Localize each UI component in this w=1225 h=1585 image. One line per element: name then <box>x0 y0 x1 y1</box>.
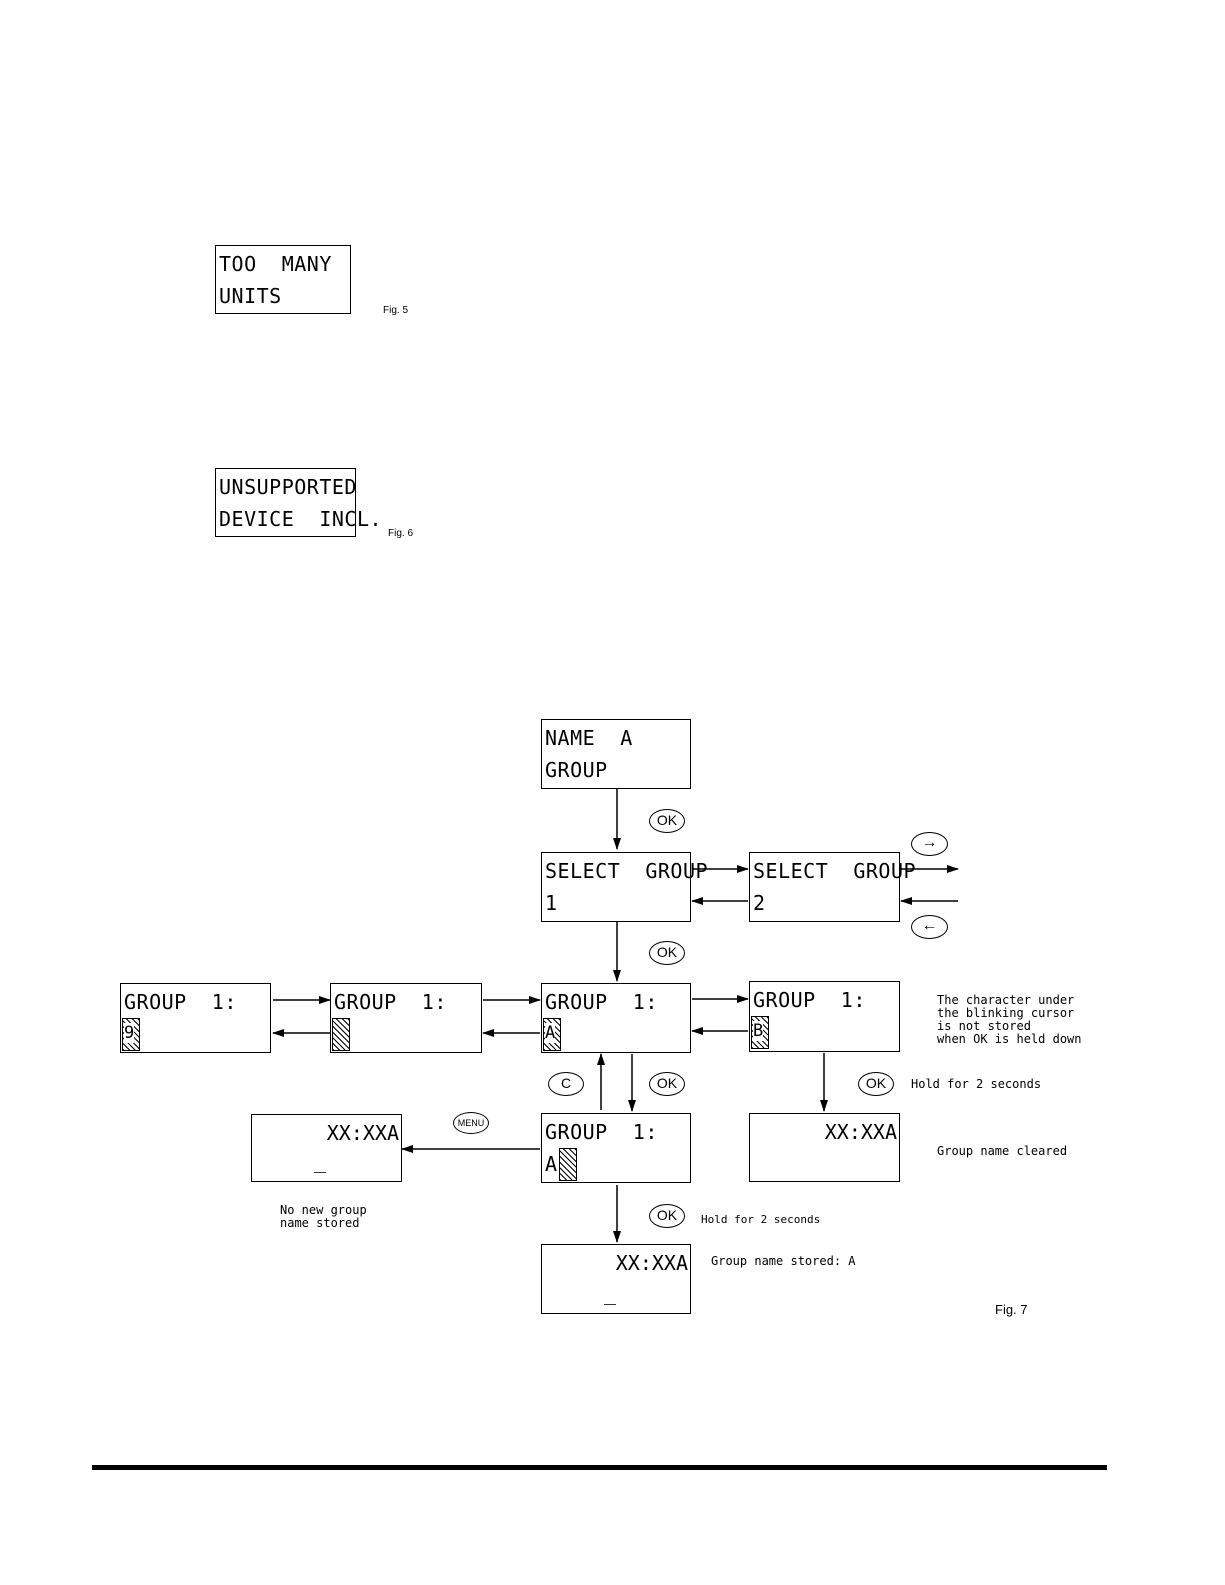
lcd-line-1: NAME A <box>545 726 633 750</box>
blinking-cursor: B <box>751 1016 769 1049</box>
lcd-line-2: GROUP <box>545 758 608 782</box>
bottom-rule <box>92 1465 1107 1470</box>
right-arrow-button: → <box>911 832 948 856</box>
lcd-underscore: _ <box>604 1281 617 1305</box>
lcd-time: XX:XXA <box>326 1121 399 1145</box>
lcd-time-group-cleared: XX:XXA <box>749 1113 900 1182</box>
lcd-line-2: DEVICE INCL. <box>219 507 383 531</box>
note-no-new-group: No new group name stored <box>280 1203 367 1230</box>
lcd-line-2: 2 <box>753 891 766 915</box>
lcd-unsupported-device: UNSUPPORTED DEVICE INCL. <box>215 468 382 537</box>
lcd-line-1: UNSUPPORTED <box>219 475 357 499</box>
fig-7-label: Fig. 7 <box>995 1302 1028 1317</box>
blinking-cursor: A <box>543 1018 561 1051</box>
lcd-time: XX:XXA <box>824 1120 897 1144</box>
lcd-group-1-cursor-9: GROUP 1: 9 <box>120 983 271 1053</box>
lcd-line-2: UNITS <box>219 284 282 308</box>
lcd-line-1: GROUP 1: <box>334 990 447 1014</box>
note-hold-2-seconds: Hold for 2 seconds <box>911 1077 1042 1091</box>
left-arrow-button: ← <box>911 915 948 939</box>
lcd-line-1: SELECT GROUP <box>545 859 709 883</box>
lcd-group-1-cursor-b: GROUP 1: B <box>749 981 900 1052</box>
lcd-line-1: TOO MANY <box>219 252 332 276</box>
blinking-cursor <box>559 1148 577 1181</box>
lcd-line-2: 1 <box>545 891 558 915</box>
lcd-too-many-units: TOO MANY UNITS <box>215 245 351 314</box>
c-button: C <box>548 1072 584 1096</box>
lcd-line-1: GROUP 1: <box>753 988 866 1012</box>
menu-button: MENU <box>453 1112 489 1134</box>
note-group-stored: Group name stored: A <box>711 1254 856 1268</box>
lcd-time: XX:XXA <box>615 1251 688 1275</box>
lcd-group-1-cursor-blank: GROUP 1: <box>330 983 482 1053</box>
fig-5-label: Fig. 5 <box>383 305 409 316</box>
lcd-group-1-cursor-a: GROUP 1: A <box>541 983 691 1053</box>
note-hold-2-seconds-b: Hold for 2 seconds <box>701 1213 821 1226</box>
note-group-cleared: Group name cleared <box>937 1144 1068 1158</box>
lcd-line-1: GROUP 1: <box>545 990 658 1014</box>
ok-button: OK <box>649 1204 685 1228</box>
lcd-select-group-1: SELECT GROUP 1 <box>541 852 708 922</box>
lcd-line-2: A <box>545 1152 558 1176</box>
blinking-cursor <box>332 1018 350 1051</box>
ok-button: OK <box>649 1072 685 1096</box>
lcd-underscore: _ <box>314 1149 327 1173</box>
lcd-group-1-a-next: GROUP 1: A <box>541 1113 691 1183</box>
lcd-name-a-group: NAME A GROUP <box>541 719 691 789</box>
lcd-line-1: GROUP 1: <box>545 1120 658 1144</box>
note-cursor-not-stored: The character under the blinking cursor … <box>937 993 1082 1046</box>
lcd-time-group-stored: XX:XXA _ <box>541 1244 691 1314</box>
ok-button: OK <box>858 1072 894 1096</box>
lcd-line-1: SELECT GROUP <box>753 859 917 883</box>
ok-button: OK <box>649 809 685 833</box>
fig-6-label: Fig. 6 <box>388 528 414 539</box>
blinking-cursor: 9 <box>122 1018 140 1051</box>
lcd-time-no-new-group: XX:XXA _ <box>251 1114 402 1182</box>
lcd-select-group-2: SELECT GROUP 2 <box>749 852 916 922</box>
lcd-line-1: GROUP 1: <box>124 990 237 1014</box>
ok-button: OK <box>649 941 685 965</box>
